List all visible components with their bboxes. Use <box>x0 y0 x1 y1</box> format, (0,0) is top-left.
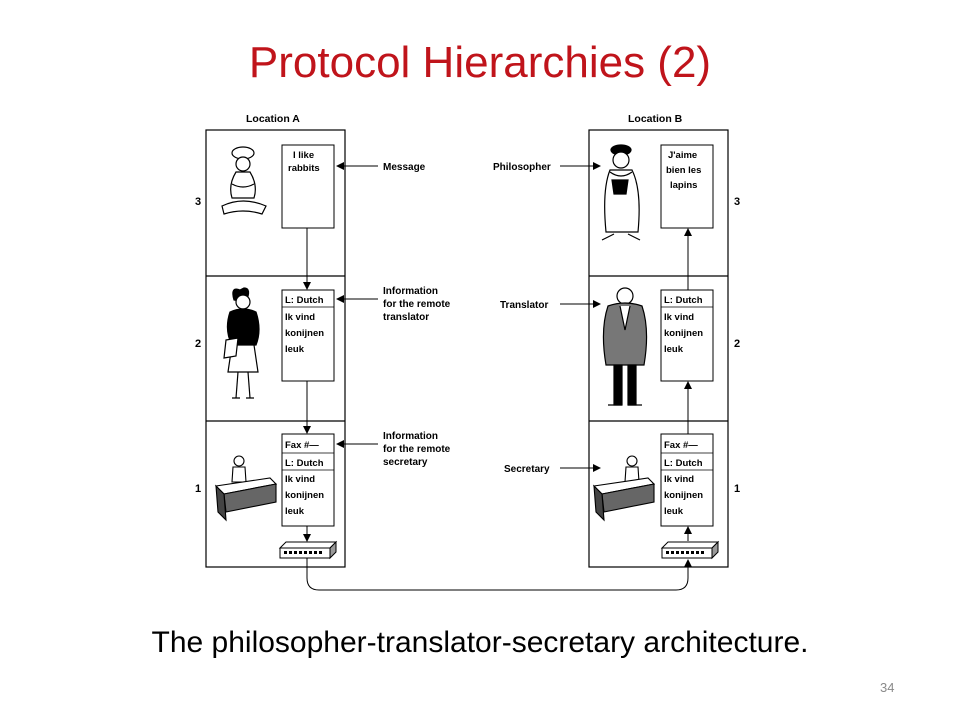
modem-a-icon <box>278 540 338 560</box>
location-a-label: Location A <box>246 113 300 125</box>
svg-text:leuk: leuk <box>664 506 684 517</box>
svg-text:konijnen: konijnen <box>285 328 324 339</box>
label-info-secretary: Information for the remote secretary <box>383 431 451 468</box>
svg-text:for the remote: for the remote <box>383 444 451 455</box>
svg-text:secretary: secretary <box>383 457 428 468</box>
slide-title: Protocol Hierarchies (2) <box>248 38 712 87</box>
svg-text:Ik vind: Ik vind <box>664 474 694 485</box>
svg-text:J'aime: J'aime <box>668 150 697 161</box>
label-translator: Translator <box>500 300 548 311</box>
svg-text:Information: Information <box>383 431 438 442</box>
note-b-layer3: J'aime bien les lapins <box>660 144 714 229</box>
svg-text:Ik vind: Ik vind <box>285 474 315 485</box>
svg-text:leuk: leuk <box>285 506 305 517</box>
layer-number-1-right: 1 <box>734 483 740 495</box>
label-secretary: Secretary <box>504 464 550 475</box>
layer-number-1-left: 1 <box>195 483 201 495</box>
location-b-column <box>588 129 729 568</box>
translator-a-illustration <box>223 287 260 399</box>
secretary-b-illustration <box>592 455 656 522</box>
middle-arrows <box>336 162 601 472</box>
philosopher-a-illustration <box>221 146 267 215</box>
note-a-layer2: L: Dutch Ik vind konijnen leuk <box>281 289 335 382</box>
svg-text:lapins: lapins <box>670 180 697 191</box>
slide-caption: The philosopher-translator-secretary arc… <box>151 626 809 659</box>
layer-number-3-left: 3 <box>195 196 201 208</box>
svg-text:leuk: leuk <box>285 344 305 355</box>
layer-number-2-right: 2 <box>734 338 740 350</box>
svg-text:rabbits: rabbits <box>288 163 320 174</box>
label-message: Message <box>383 162 426 173</box>
svg-text:L: Dutch: L: Dutch <box>664 458 703 469</box>
svg-text:konijnen: konijnen <box>664 328 703 339</box>
svg-text:L: Dutch: L: Dutch <box>285 295 324 306</box>
svg-text:bien les: bien les <box>666 165 701 176</box>
page-number: 34 <box>880 680 895 695</box>
note-a-layer3: I like rabbits <box>281 144 335 229</box>
flow-arrows <box>303 228 692 591</box>
note-b-layer1: Fax #— L: Dutch Ik vind konijnen leuk <box>660 433 714 527</box>
svg-text:L: Dutch: L: Dutch <box>285 458 324 469</box>
layer-number-2-left: 2 <box>195 338 201 350</box>
svg-text:Fax #—: Fax #— <box>285 440 319 451</box>
note-b-layer2: L: Dutch Ik vind konijnen leuk <box>660 289 714 382</box>
svg-text:konijnen: konijnen <box>664 490 703 501</box>
svg-text:leuk: leuk <box>664 344 684 355</box>
location-a-column <box>205 129 346 568</box>
location-b-label: Location B <box>628 113 683 125</box>
svg-text:for the remote: for the remote <box>383 299 451 310</box>
svg-text:konijnen: konijnen <box>285 490 324 501</box>
label-info-translator: Information for the remote translator <box>383 286 451 323</box>
svg-text:I like: I like <box>293 150 314 161</box>
svg-text:Ik vind: Ik vind <box>285 312 315 323</box>
label-philosopher: Philosopher <box>493 162 551 173</box>
note-a-layer1: Fax #— L: Dutch Ik vind konijnen leuk <box>281 433 335 527</box>
translator-b-illustration <box>602 287 648 406</box>
secretary-a-illustration <box>214 455 278 522</box>
modem-b-icon <box>660 540 720 560</box>
philosopher-b-illustration <box>601 144 641 241</box>
svg-text:Fax #—: Fax #— <box>664 440 698 451</box>
svg-text:Ik vind: Ik vind <box>664 312 694 323</box>
layer-number-3-right: 3 <box>734 196 740 208</box>
svg-text:translator: translator <box>383 312 429 323</box>
svg-text:L: Dutch: L: Dutch <box>664 295 703 306</box>
svg-text:Information: Information <box>383 286 438 297</box>
